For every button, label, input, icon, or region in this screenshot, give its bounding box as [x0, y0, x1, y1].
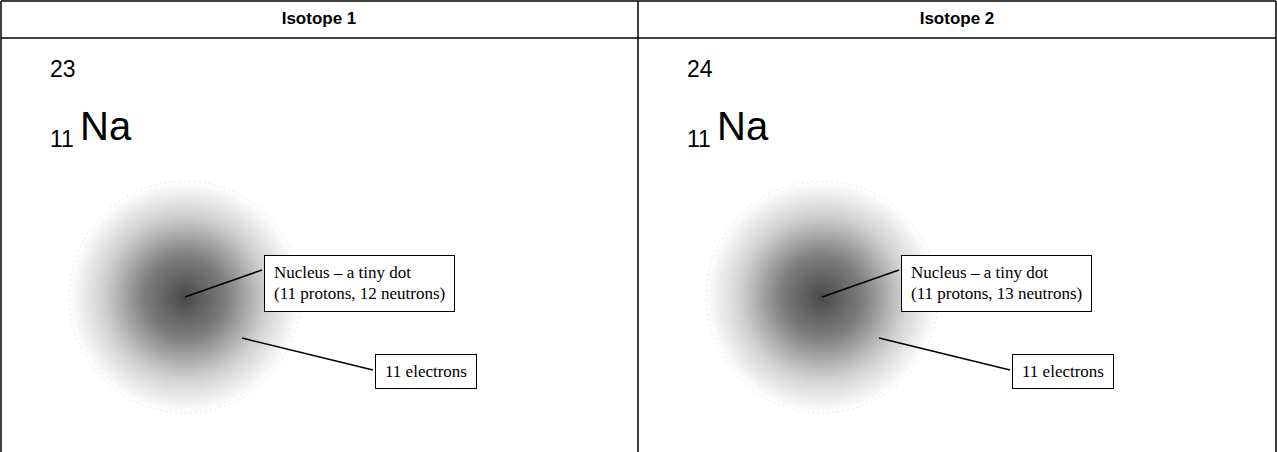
callout-text: (11 protons, 12 neutrons) [274, 283, 445, 304]
leader-lines [185, 270, 1010, 370]
mass-number: 23 [50, 58, 76, 81]
callout-text: 11 electrons [385, 361, 467, 382]
callout-text: Nucleus – a tiny dot [911, 262, 1082, 283]
mass-number: 24 [687, 58, 713, 81]
callout-box: 11 electrons [375, 354, 477, 389]
column-header: Isotope 2 [638, 9, 1276, 29]
callout-box: 11 electrons [1012, 354, 1114, 389]
callout-box: Nucleus – a tiny dot(11 protons, 13 neut… [901, 255, 1092, 312]
atomic-number: 11 [687, 128, 711, 151]
callout-box: Nucleus – a tiny dot(11 protons, 12 neut… [264, 255, 455, 312]
atomic-number: 11 [50, 128, 74, 151]
element-symbol: Na [717, 106, 768, 146]
column-header: Isotope 1 [0, 9, 638, 29]
element-symbol: Na [80, 106, 131, 146]
callout-text: 11 electrons [1022, 361, 1104, 382]
callout-text: (11 protons, 13 neutrons) [911, 283, 1082, 304]
callout-text: Nucleus – a tiny dot [274, 262, 445, 283]
